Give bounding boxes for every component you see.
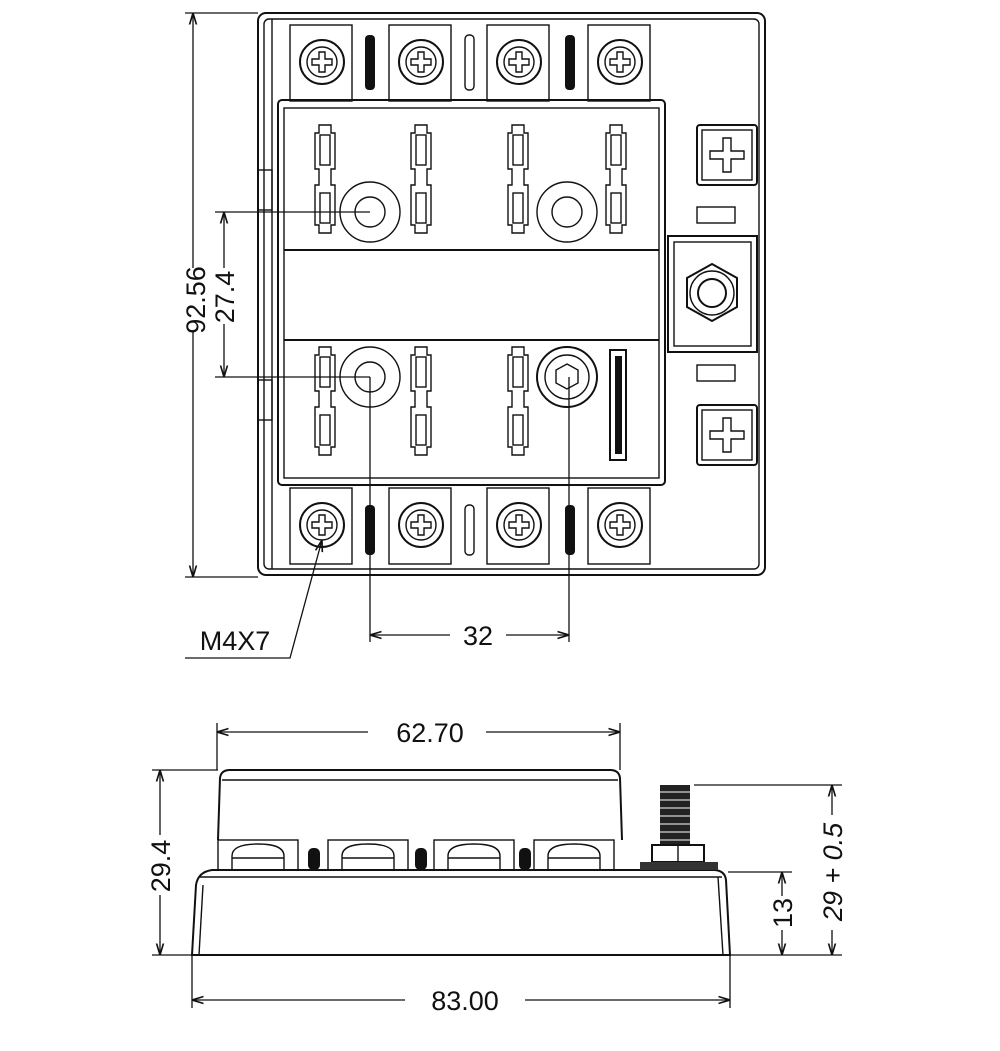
power-terminal (667, 124, 758, 466)
dim-label: 83.00 (431, 986, 499, 1016)
cover-outline (217, 769, 623, 841)
bottom-screw-terminals (289, 487, 651, 565)
plus-icon (696, 404, 758, 466)
side-view: 62.70 29.4 13 29 + 0.5 83.00 (146, 716, 848, 1016)
stud (640, 785, 718, 870)
screw-icon (289, 24, 353, 102)
dim-overall-height: 92.56 (181, 12, 258, 578)
screw-icon (486, 487, 550, 565)
dim-label: 27.4 (210, 271, 240, 324)
dim-label: M4X7 (200, 626, 271, 656)
dim-label: 62.70 (396, 718, 464, 748)
screw-icon (486, 24, 550, 102)
top-screw-terminals (289, 24, 651, 102)
plus-icon (696, 124, 758, 186)
side-terminals (217, 839, 615, 871)
dim-stud-height: 29 + 0.5 (694, 784, 848, 955)
dim-base-height: 13 (728, 871, 842, 956)
screw-icon (388, 487, 452, 565)
screw-icon (388, 24, 452, 102)
dim-fuse-pitch-vertical: 27.4 (210, 211, 370, 378)
hinge (257, 379, 273, 421)
fuse-cover (277, 99, 666, 486)
top-view: 92.56 27.4 32 M4X7 (181, 12, 766, 659)
housing-outline (257, 12, 766, 576)
dim-fuse-pitch-horizontal: 32 (369, 377, 570, 651)
dim-cover-width: 62.70 (216, 716, 621, 770)
screw-icon (587, 487, 651, 565)
nut-icon (686, 262, 738, 323)
fuse-slots (314, 124, 627, 461)
dim-label: 29.4 (146, 840, 176, 893)
dim-label: 13 (768, 898, 798, 928)
screw-icon (587, 24, 651, 102)
dim-overall-height: 29.4 (146, 769, 218, 956)
base-outline (190, 869, 732, 956)
dim-overall-width: 83.00 (191, 955, 731, 1016)
screw-icon (289, 487, 353, 565)
hinge (257, 169, 273, 211)
screw-callout: M4X7 (185, 540, 322, 659)
dim-label: 32 (463, 621, 493, 651)
dim-label: 92.56 (181, 266, 211, 334)
dim-label: 29 + 0.5 (818, 822, 848, 922)
